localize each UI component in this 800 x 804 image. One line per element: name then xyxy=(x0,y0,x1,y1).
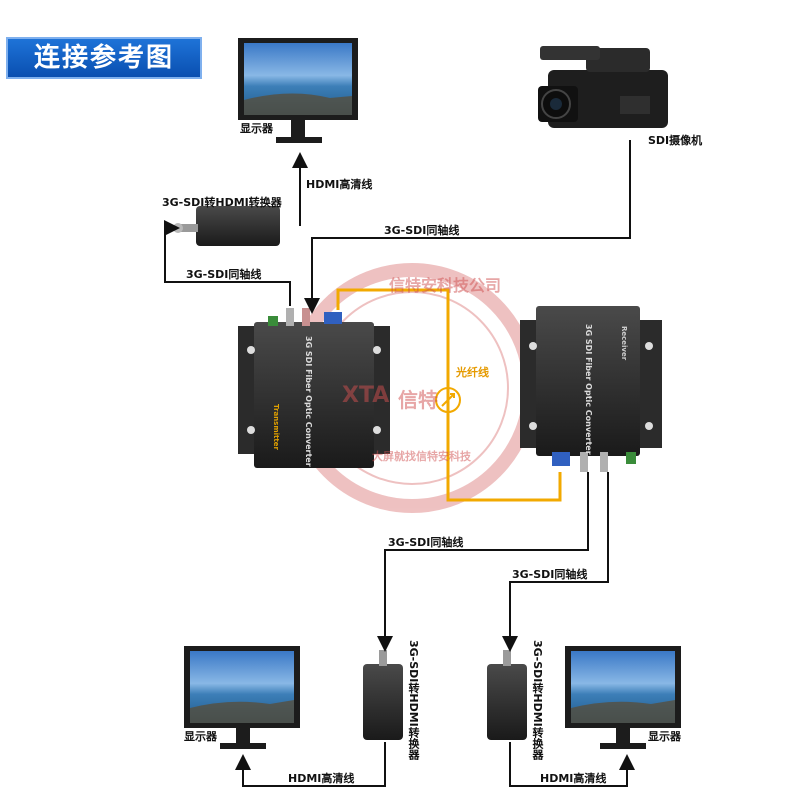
camera-label: SDI摄像机 xyxy=(648,134,703,147)
watermark-slogan: 大屏就找信特安科技 xyxy=(372,450,471,463)
hdmi-bottom-left-label: HDMI高清线 xyxy=(288,772,355,785)
transmitter-unit xyxy=(238,308,390,468)
cables xyxy=(164,140,635,787)
transmitter-tag: Transmitter xyxy=(272,404,280,450)
transmitter-name: 3G SDI Fiber Optic Converter xyxy=(304,336,313,467)
cable-sdi-loop xyxy=(164,220,291,306)
converter-top-label: 3G-SDI转HDMI转换器 xyxy=(162,196,282,209)
sdi-camera-label: 3G-SDI同轴线 xyxy=(384,224,460,237)
receiver-name: 3G SDI Fiber Optic Converter xyxy=(584,324,593,455)
receiver-unit xyxy=(520,306,662,472)
cable-sdi-out-left xyxy=(377,472,589,652)
monitor-bottom-right xyxy=(565,646,681,749)
cable-sdi-out-right xyxy=(502,472,609,652)
cable-hdmi-bottom-left xyxy=(235,742,386,787)
converter-top xyxy=(173,206,280,246)
monitor-top xyxy=(238,38,358,143)
watermark-logo: XTA xyxy=(342,383,390,408)
sdi-out-right-label: 3G-SDI同轴线 xyxy=(512,568,588,581)
monitor-bottom-left-label: 显示器 xyxy=(184,730,217,743)
cable-hdmi-bottom-right xyxy=(509,742,635,787)
cable-sdi-camera xyxy=(304,140,631,314)
converter-bottom-right xyxy=(487,650,527,740)
converter-bottom-left xyxy=(363,650,403,740)
diagram-title: 连接参考图 xyxy=(6,37,202,79)
hdmi-bottom-right-label: HDMI高清线 xyxy=(540,772,607,785)
hdmi-top-label: HDMI高清线 xyxy=(306,178,373,191)
sdi-camera xyxy=(538,46,668,128)
receiver-tag: Receiver xyxy=(620,326,628,361)
cable-fiber xyxy=(336,288,562,502)
monitor-bottom-right-label: 显示器 xyxy=(648,730,681,743)
converter-bottom-left-label: 3G-SDI转HDMI转换器 xyxy=(407,640,420,760)
sdi-loop-label: 3G-SDI同轴线 xyxy=(186,268,262,281)
converter-bottom-right-label: 3G-SDI转HDMI转换器 xyxy=(531,640,544,760)
monitor-top-label: 显示器 xyxy=(240,122,273,135)
fiber-label: 光纤线 xyxy=(456,366,489,379)
sdi-out-left-label: 3G-SDI同轴线 xyxy=(388,536,464,549)
monitor-bottom-left xyxy=(184,646,300,749)
watermark-center: 信特 xyxy=(398,388,438,412)
watermark-ring-text: 信特安科技公司 xyxy=(389,276,502,295)
